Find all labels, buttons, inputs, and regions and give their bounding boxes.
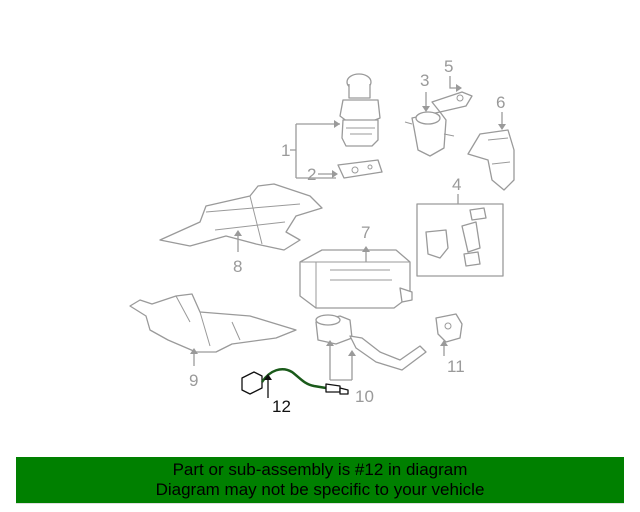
callout-12: 12 xyxy=(272,397,291,416)
part-10-filter-hose[interactable] xyxy=(315,314,427,371)
part-5-bracket[interactable] xyxy=(431,91,473,113)
leader-lines xyxy=(190,76,506,398)
part-1-egr-valve[interactable] xyxy=(339,73,381,147)
callout-9: 9 xyxy=(189,371,198,390)
callout-2: 2 xyxy=(307,165,316,184)
callout-11: 11 xyxy=(447,357,465,376)
banner-line-disclaimer: Diagram may not be specific to your vehi… xyxy=(155,480,485,499)
callout-5: 5 xyxy=(444,57,453,76)
banner-line-part: Part or sub-assembly is #12 in diagram xyxy=(172,460,468,479)
part-11-bracket[interactable] xyxy=(435,313,463,343)
callout-7: 7 xyxy=(361,223,370,242)
callout-4: 4 xyxy=(452,175,461,194)
part-6-sensor-bracket[interactable] xyxy=(467,129,515,191)
callout-3: 3 xyxy=(420,71,429,90)
info-banner-body: Part or sub-assembly is #12 in diagram D… xyxy=(16,457,624,503)
callout-1: 1 xyxy=(281,141,290,160)
callout-6: 6 xyxy=(496,93,505,112)
part-7-canister[interactable] xyxy=(299,249,413,309)
part-2-gasket[interactable] xyxy=(337,159,383,179)
part-3-solenoid[interactable] xyxy=(404,111,455,157)
part-8-crossmember[interactable] xyxy=(159,183,323,251)
callout-10: 10 xyxy=(355,387,374,406)
part-4-assembly-box[interactable] xyxy=(416,203,504,277)
info-banner: Part or sub-assembly is #12 in diagram D… xyxy=(16,457,624,504)
part-12-oxygen-sensor[interactable] xyxy=(241,368,349,395)
callout-8: 8 xyxy=(233,257,242,276)
part-9-skid-plate[interactable] xyxy=(129,293,297,353)
